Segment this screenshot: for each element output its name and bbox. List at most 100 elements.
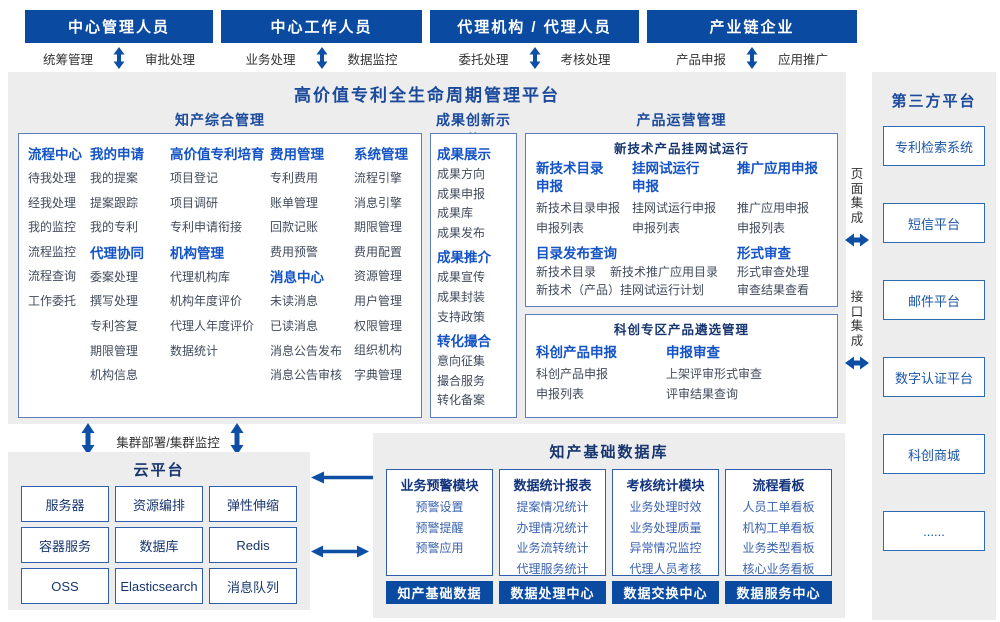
product-item: 推广应用申报 [737, 201, 810, 215]
ip-item: 机构年度评价 [170, 294, 243, 309]
ip-group: 流程中心 待我处理经我处理我的监控流程监控流程查询工作委托 [28, 144, 90, 314]
achievement-item: 成果申报 [437, 186, 486, 201]
third-party-sidebar: 第三方平台 专利检索系统短信平台邮件平台数字认证平台科创商城...... [872, 72, 996, 620]
sci-item: 上架评审形式审查 [666, 367, 763, 382]
product-column: 推广应用申报 推广应用申报申报列表 [737, 160, 827, 238]
actor-right-label: 应用推广 [778, 52, 829, 67]
cloud-service-box: OSS [21, 568, 109, 604]
database-column-box: 数据统计报表 提案情况统计办理情况统计业务流转统计代理服务统计 [499, 469, 606, 576]
vertical-double-arrow-icon [81, 423, 95, 455]
sci-column: 申报审查 上架评审形式审查评审结果查询 [666, 342, 762, 404]
database-column-header: 流程看板 [752, 478, 805, 493]
ip-item: 回款记账 [270, 220, 319, 235]
product-item: 申报列表 [632, 221, 681, 235]
ip-group: 系统管理 流程引擎消息引擎期限管理费用配置资源管理用户管理权限管理组织机构字典管… [354, 144, 412, 387]
actor-group: 中心工作人员 业务处理 数据监控 [221, 10, 422, 73]
catalog-query-header: 目录发布查询 [536, 246, 617, 261]
database-item: 代理人员考核 [629, 561, 702, 576]
ip-item: 专利费用 [270, 171, 319, 185]
ip-column: 费用管理 专利费用账单管理回款记账费用预警 消息中心 未读消息已读消息消息公告发… [270, 144, 354, 407]
ip-item: 流程引擎 [354, 171, 403, 185]
cloud-service-box: Elasticsearch [115, 568, 203, 604]
actor-right-label: 审批处理 [145, 52, 196, 67]
product-column-header: 推广应用申报 [737, 161, 818, 176]
ip-group: 机构管理 代理机构库机构年度评价代理人年度评价数据统计 [170, 243, 270, 363]
achievement-item: 成果宣传 [437, 270, 486, 285]
ip-item: 我的专利 [90, 220, 139, 235]
database-column-box: 业务预警模块 预警设置预警提醒预警应用 [386, 469, 493, 576]
ip-item: 已读消息 [270, 318, 319, 333]
actor-right-label: 数据监控 [347, 52, 398, 67]
section-achievement-label: 成果创新示范 [436, 112, 511, 148]
catalog-query-item: 新技术目录 [536, 265, 597, 279]
catalog-query-row1: 新技术目录新技术推广应用目录 [536, 264, 737, 282]
cloud-service-box: 数据库 [115, 527, 203, 563]
database-item: 异常情况监控 [629, 541, 702, 555]
actor-labels: 产品申报 应用推广 [647, 43, 857, 73]
section-product-ops: 产品运营管理 新技术产品挂网试运行 新技术目录申报 新技术目录申报申报列表 挂 [525, 110, 838, 418]
database-column-header: 数据统计报表 [513, 478, 592, 493]
platform-panel: 高价值专利全生命周期管理平台 知产综合管理 流程中心 待我处理经我处理我的监控流 [8, 72, 846, 424]
ip-group-header: 机构管理 [170, 245, 224, 261]
section-ip-management: 知产综合管理 流程中心 待我处理经我处理我的监控流程监控流程查询工作委托 [18, 110, 422, 418]
api-integration-label: 接口集成 [850, 290, 864, 348]
ip-item: 项目调研 [170, 195, 219, 210]
product-column-items: 新技术目录申报申报列表 [536, 198, 632, 238]
ip-item: 专利答复 [90, 318, 139, 333]
product-column: 新技术目录申报 新技术目录申报申报列表 [536, 160, 632, 238]
formal-review-header: 形式审查 [737, 246, 791, 261]
database-item: 提案情况统计 [516, 500, 589, 514]
ip-item: 流程查询 [28, 269, 77, 284]
actor-labels: 统筹管理 审批处理 [25, 43, 213, 73]
achievement-item: 成果封装 [437, 289, 486, 304]
database-item: 业务处理质量 [629, 520, 702, 535]
product-online-columns: 新技术目录申报 新技术目录申报申报列表 挂网试运行申报 挂网试运行申报申报列表 [536, 160, 827, 238]
product-item: 申报列表 [536, 221, 585, 235]
ip-item: 期限管理 [90, 343, 139, 358]
database-item: 机构工单看板 [742, 520, 815, 535]
ip-group-items: 委案处理撰写处理专利答复期限管理机构信息 [90, 265, 170, 388]
ip-item: 撰写处理 [90, 294, 139, 309]
ip-group-header: 消息中心 [270, 270, 324, 286]
database-column: 考核统计模块 业务处理时效业务处理质量异常情况监控代理人员考核 数据交换中心 [612, 469, 719, 604]
ip-group-header: 费用管理 [270, 147, 324, 162]
database-bottom-bar: 知产基础数据 [386, 581, 493, 604]
database-bottom-bar: 数据处理中心 [499, 581, 606, 604]
cluster-label: 集群部署/集群监控 [116, 436, 220, 450]
actor-labels: 业务处理 数据监控 [221, 43, 422, 73]
product-online-bottom: 目录发布查询 新技术目录新技术推广应用目录 新技术（产品）挂网试运行计划 形式审… [536, 244, 827, 299]
vertical-double-arrow-icon [316, 47, 327, 69]
actor-left-label: 统筹管理 [42, 52, 93, 67]
database-column-items: 预警设置预警提醒预警应用 [387, 497, 492, 559]
cloud-service-box: 容器服务 [21, 527, 109, 563]
page-integration-label: 页面集成 [850, 167, 864, 225]
horizontal-double-arrow-icon [845, 233, 869, 247]
actor-group: 代理机构 / 代理人员 委托处理 考核处理 [430, 10, 639, 73]
ip-item: 项目登记 [170, 171, 219, 185]
database-column-header: 考核统计模块 [626, 478, 705, 493]
database-column: 业务预警模块 预警设置预警提醒预警应用 知产基础数据 [386, 469, 493, 604]
ip-item: 专利申请衔接 [170, 220, 243, 235]
vertical-double-arrow-icon [113, 47, 125, 69]
database-bottom-bar: 数据交换中心 [612, 581, 719, 604]
product-item: 新技术目录申报 [536, 201, 621, 215]
ip-group-items: 我的提案提案跟踪我的专利 [90, 166, 170, 240]
ip-column: 高价值专利培育 项目登记项目调研专利申请衔接 机构管理 代理机构库机构年度评价代… [170, 144, 270, 407]
achievement-group: 转化撮合 意向征集撮合服务转化备案 [437, 331, 510, 411]
product-column-items: 推广应用申报申报列表 [737, 198, 827, 238]
achievement-item: 支持政策 [437, 309, 486, 324]
cloud-service-box: 资源编排 [115, 486, 203, 522]
ip-columns: 流程中心 待我处理经我处理我的监控流程监控流程查询工作委托 我的申请 [19, 134, 421, 417]
ip-group-items: 代理机构库机构年度评价代理人年度评价数据统计 [170, 265, 270, 363]
ip-item: 字典管理 [354, 367, 403, 382]
ip-item: 组织机构 [354, 343, 403, 358]
ip-item: 用户管理 [354, 293, 403, 308]
ip-item: 账单管理 [270, 195, 319, 210]
third-party-box: 短信平台 [883, 203, 985, 243]
sci-column-items: 科创产品申报申报列表 [536, 364, 666, 404]
ip-group: 代理协同 委案处理撰写处理专利答复期限管理机构信息 [90, 243, 170, 388]
ip-item: 我的提案 [90, 171, 139, 185]
ip-item: 消息引擎 [354, 195, 403, 210]
